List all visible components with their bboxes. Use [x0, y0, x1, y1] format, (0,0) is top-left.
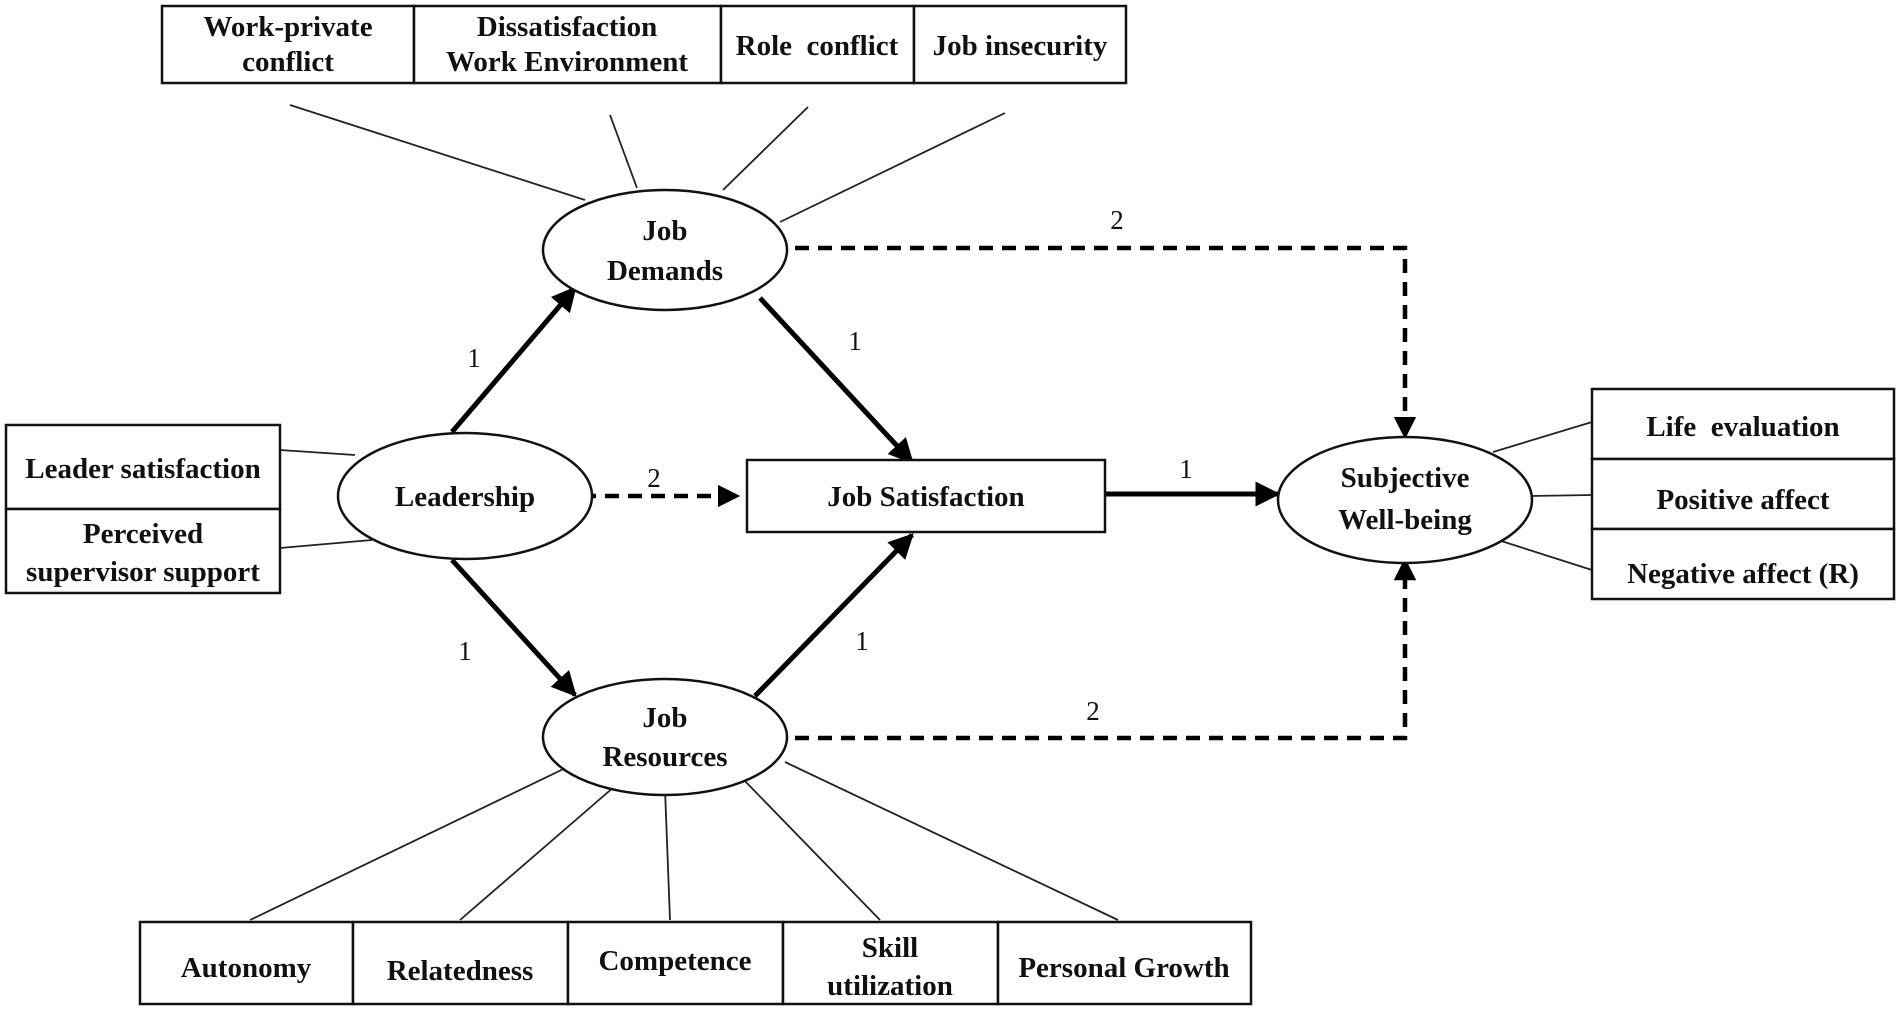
indicator-box-perceived-supervisor-support	[4, 507, 282, 595]
indicator-dissatisfaction-line-2: Work Environment	[446, 46, 688, 78]
link-leader-satisfaction	[279, 449, 356, 456]
indicator-box-personal-growth	[996, 920, 1253, 1006]
wellbeing-indicators: Life evaluation Positive affect Negative…	[1590, 387, 1896, 601]
indicator-dissatisfaction-line-1: Dissatisfaction	[477, 11, 657, 43]
indicator-work-private-conflict-line-1: Work-private	[203, 11, 372, 43]
path-demands-to-satisfaction	[758, 296, 914, 464]
path-demands-to-wellbeing	[795, 245, 1417, 440]
indicator-autonomy: Autonomy	[181, 952, 312, 984]
indicator-life-evaluation: Life evaluation	[1646, 411, 1839, 443]
job-resources-ellipse	[541, 677, 789, 797]
job-demands-construct: Job Demands	[541, 188, 789, 312]
indicator-box-life-evaluation	[1590, 387, 1896, 461]
link-relatedness	[459, 779, 623, 921]
indicator-skill-utilization-line-2: utilization	[827, 970, 953, 1002]
label-satisfaction-to-wellbeing: 1	[1179, 454, 1193, 484]
subjective-wellbeing-label-line-1: Subjective	[1341, 462, 1470, 494]
leadership-construct: Leadership	[336, 431, 594, 561]
path-resources-to-wellbeing	[795, 557, 1417, 741]
leadership-indicators: Leader satisfaction Perceived supervisor…	[4, 423, 282, 595]
job-demands-label-line-2: Demands	[607, 255, 723, 287]
link-positive-affect	[1529, 494, 1593, 497]
indicator-box-positive-affect	[1590, 457, 1896, 531]
label-demands-to-satisfaction: 1	[848, 326, 862, 356]
indicator-box-relatedness	[351, 920, 570, 1006]
indicator-links	[249, 104, 1593, 921]
indicator-perceived-supervisor-support-line-2: supervisor support	[26, 556, 260, 588]
indicator-role-conflict: Role conflict	[736, 30, 899, 62]
link-competence	[664, 788, 671, 921]
indicator-leader-satisfaction: Leader satisfaction	[25, 453, 260, 485]
link-perceived-supervisor-support	[279, 539, 373, 549]
label-resources-to-satisfaction: 1	[855, 626, 869, 656]
job-demands-label-line-1: Job	[642, 215, 687, 247]
job-satisfaction-label: Job Satisfaction	[827, 481, 1024, 513]
label-demands-to-wellbeing: 2	[1110, 205, 1124, 235]
subjective-wellbeing-label-line-2: Well-being	[1338, 504, 1472, 536]
indicator-box-leader-satisfaction	[4, 423, 282, 511]
path-labels: 1 1 2 1 1 1 2 2	[458, 205, 1193, 726]
indicator-relatedness: Relatedness	[387, 955, 534, 987]
job-resources-construct: Job Resources	[541, 677, 789, 797]
path-leadership-to-resources	[450, 558, 577, 697]
resource-indicators: Autonomy Relatedness Competence Skill ut…	[138, 920, 1253, 1006]
indicator-box-negative-affect	[1590, 527, 1896, 601]
label-leadership-to-satisfaction: 2	[647, 463, 661, 493]
indicator-positive-affect: Positive affect	[1656, 484, 1829, 516]
indicator-competence: Competence	[598, 945, 751, 977]
job-resources-label-line-2: Resources	[602, 741, 727, 773]
subjective-wellbeing-construct: Subjective Well-being	[1276, 435, 1534, 565]
leadership-ellipse	[336, 431, 594, 561]
indicator-perceived-supervisor-support-line-1: Perceived	[83, 518, 203, 550]
indicator-box-dissatisfaction-work-environment	[412, 4, 723, 85]
label-leadership-to-resources: 1	[458, 636, 472, 666]
indicator-negative-affect: Negative affect (R)	[1627, 558, 1859, 590]
indicator-box-autonomy	[138, 920, 355, 1006]
label-resources-to-wellbeing: 2	[1086, 696, 1100, 726]
label-leadership-to-demands: 1	[467, 343, 481, 373]
indicator-skill-utilization-line-1: Skill	[862, 932, 918, 964]
link-skill-utilization	[741, 777, 881, 921]
link-job-insecurity	[779, 112, 1006, 223]
link-autonomy	[249, 761, 579, 921]
indicator-box-skill-utilization	[781, 920, 1000, 1006]
job-resources-label-line-1: Job	[642, 702, 687, 734]
path-leadership-to-demands	[450, 286, 577, 434]
job-satisfaction-construct: Job Satisfaction	[745, 458, 1107, 534]
job-demands-ellipse	[541, 188, 789, 312]
subjective-wellbeing-ellipse	[1276, 435, 1534, 565]
indicator-box-competence	[566, 920, 785, 1006]
link-personal-growth	[784, 761, 1119, 921]
structural-paths	[450, 245, 1417, 741]
demand-indicators: Work-private conflict Dissatisfaction Wo…	[160, 4, 1128, 85]
indicator-box-role-conflict	[719, 4, 916, 85]
job-satisfaction-box	[745, 458, 1107, 534]
link-life-evaluation	[1492, 421, 1593, 453]
indicator-box-job-insecurity	[912, 4, 1128, 85]
link-negative-affect	[1497, 539, 1593, 571]
link-work-private-conflict	[289, 104, 586, 201]
link-dissatisfaction-work-environment	[609, 114, 638, 189]
path-resources-to-satisfaction	[753, 533, 914, 698]
indicator-job-insecurity: Job insecurity	[933, 30, 1108, 62]
leadership-label: Leadership	[395, 481, 535, 513]
link-role-conflict	[722, 106, 809, 191]
indicator-work-private-conflict-line-2: conflict	[242, 46, 334, 78]
indicator-personal-growth: Personal Growth	[1018, 952, 1229, 984]
